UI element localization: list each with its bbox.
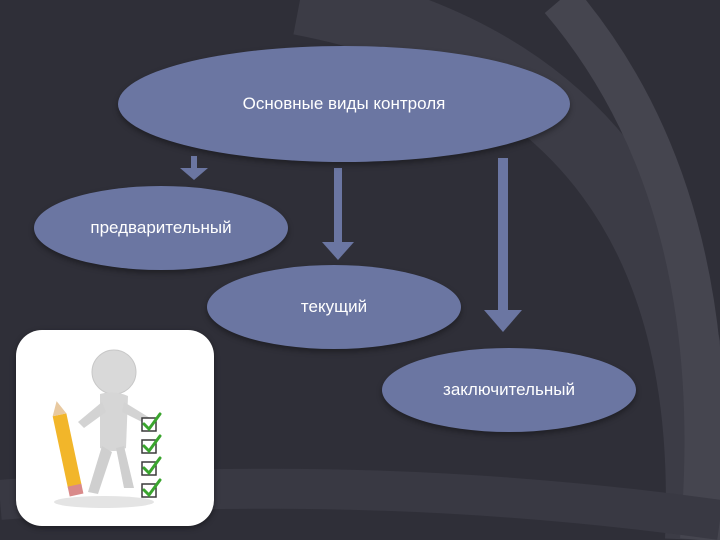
node-cur: текущий: [207, 265, 461, 349]
arrow-to-fin-head: [484, 310, 522, 332]
arrow-to-cur-head: [322, 242, 354, 260]
person-with-pencil-checklist-icon: [52, 349, 162, 508]
arrow-to-cur-shaft: [334, 168, 342, 246]
root-node-label: Основные виды контроля: [242, 94, 446, 113]
arrow-to-pre-shaft: [191, 156, 197, 170]
node-cur-label: текущий: [300, 297, 368, 316]
node-fin-label: заключительный: [443, 380, 575, 399]
illustration-card: [16, 330, 214, 526]
node-pre: предварительный: [34, 186, 288, 270]
arrow-to-fin-shaft: [498, 158, 508, 314]
root-node: Основные виды контроля: [118, 46, 570, 162]
node-pre-label: предварительный: [90, 218, 232, 237]
node-fin: заключительный: [382, 348, 636, 432]
arrow-to-pre-head: [180, 168, 208, 180]
